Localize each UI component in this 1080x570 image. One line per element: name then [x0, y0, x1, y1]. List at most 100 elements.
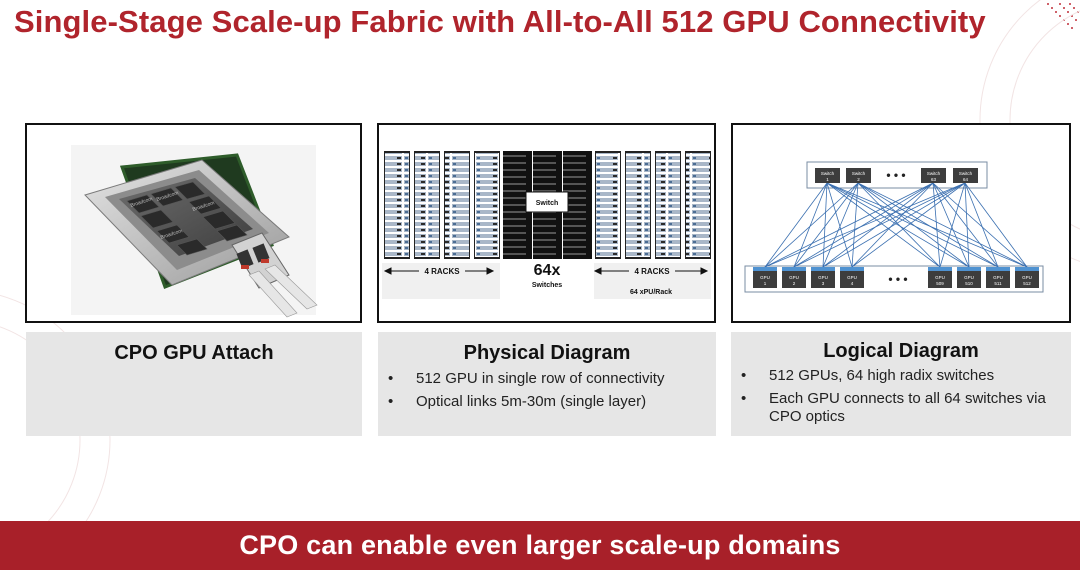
- switch-racks: Switch: [503, 151, 592, 259]
- connection-links: [764, 182, 1028, 268]
- connection-link: [964, 182, 999, 268]
- switch-word: Switch: [852, 171, 866, 176]
- gpu-number: 509: [936, 281, 944, 286]
- connection-link: [939, 182, 966, 268]
- switches-word-label: Switches: [532, 282, 562, 289]
- panel-heading: Logical Diagram: [823, 340, 979, 362]
- switch-ellipsis: • • •: [886, 168, 905, 182]
- gpu-word: GPU: [789, 275, 799, 280]
- bottom-banner: CPO can enable even larger scale-up doma…: [0, 521, 1080, 570]
- racks-right-label: 4 RACKS: [634, 267, 670, 276]
- gpu-word: GPU: [935, 275, 945, 280]
- decorative-dots-corner: [1047, 3, 1079, 29]
- racks-left: [384, 151, 500, 259]
- connection-link: [851, 182, 859, 268]
- connection-link: [764, 182, 859, 268]
- gpu-number: 3: [822, 281, 825, 286]
- connection-link: [822, 182, 859, 268]
- gpu-number: 510: [965, 281, 973, 286]
- bullet-item: 512 GPUs, 64 high radix switches: [731, 367, 1071, 385]
- connection-link: [826, 182, 853, 268]
- switch-number: 2: [857, 177, 860, 182]
- connection-link: [932, 182, 970, 268]
- connection-link: [826, 182, 999, 268]
- gpu-number: 4: [851, 281, 854, 286]
- gpu-word: GPU: [1022, 275, 1032, 280]
- connection-link: [822, 182, 934, 268]
- connection-link: [932, 182, 999, 268]
- gpu-word: GPU: [847, 275, 857, 280]
- cpo-package-image: Broadcom Broadcom Broadcom Broadcom: [71, 145, 318, 318]
- connection-link: [857, 182, 1028, 268]
- caption-cpo-gpu-attach: CPO GPU Attach: [26, 332, 362, 436]
- racks-right: [595, 151, 711, 259]
- gpu-number: 512: [1023, 281, 1031, 286]
- bullet-list: 512 GPU in single row of connectivity Op…: [378, 370, 716, 411]
- physical-diagram: Switch 4 RACKS 4 RACKS 64 xPU/Rack 64x S…: [382, 151, 711, 299]
- switch-number: 63: [931, 177, 937, 182]
- switch-number: 1: [826, 177, 829, 182]
- gpu-number: 2: [793, 281, 796, 286]
- connection-link: [826, 182, 970, 268]
- connection-link: [826, 182, 941, 268]
- panel-heading: Physical Diagram: [463, 342, 631, 364]
- caption-physical-diagram: Physical Diagram 512 GPU in single row o…: [378, 332, 716, 436]
- connection-link: [857, 182, 941, 268]
- xpu-per-rack-label: 64 xPU/Rack: [630, 289, 672, 296]
- slide-title: Single-Stage Scale-up Fabric with All-to…: [14, 4, 986, 39]
- panel-physical-diagram: Switch 4 RACKS 4 RACKS 64 xPU/Rack 64x S…: [377, 123, 716, 323]
- bullet-item: Optical links 5m-30m (single layer): [378, 393, 716, 411]
- connection-link: [764, 182, 828, 268]
- switch-count-label: 64x: [534, 262, 561, 279]
- connection-link: [793, 182, 966, 268]
- switch-number: 64: [963, 177, 969, 182]
- panel-cpo-gpu-attach: Broadcom Broadcom Broadcom Broadcom: [25, 123, 362, 323]
- connection-link: [826, 182, 1028, 268]
- connection-link: [764, 182, 966, 268]
- switch-word: Switch: [959, 171, 973, 176]
- racks-left-label: 4 RACKS: [424, 267, 460, 276]
- connection-link: [793, 182, 934, 268]
- gpu-word: GPU: [964, 275, 974, 280]
- connection-link: [793, 182, 828, 268]
- connection-link: [932, 182, 941, 268]
- gpu-number: 1: [764, 281, 767, 286]
- connection-link: [857, 182, 970, 268]
- connection-link: [964, 182, 970, 268]
- banner-text: CPO can enable even larger scale-up doma…: [239, 530, 841, 560]
- caption-logical-diagram: Logical Diagram 512 GPUs, 64 high radix …: [731, 332, 1071, 436]
- gpu-number: 511: [994, 281, 1002, 286]
- switch-word: Switch: [927, 171, 941, 176]
- switch-label: Switch: [536, 200, 559, 207]
- gpu-word: GPU: [993, 275, 1003, 280]
- bullet-item: 512 GPU in single row of connectivity: [378, 370, 716, 388]
- gpu-word: GPU: [818, 275, 828, 280]
- connection-link: [793, 182, 859, 268]
- bullet-item: Each GPU connects to all 64 switches via…: [731, 390, 1071, 426]
- connection-link: [851, 182, 966, 268]
- switch-word: Switch: [821, 171, 835, 176]
- gpu-ellipsis: • • •: [888, 272, 907, 286]
- gpu-word: GPU: [760, 275, 770, 280]
- connection-link: [932, 182, 1028, 268]
- connection-link: [851, 182, 934, 268]
- panel-heading: CPO GPU Attach: [114, 342, 274, 364]
- connection-link: [822, 182, 828, 268]
